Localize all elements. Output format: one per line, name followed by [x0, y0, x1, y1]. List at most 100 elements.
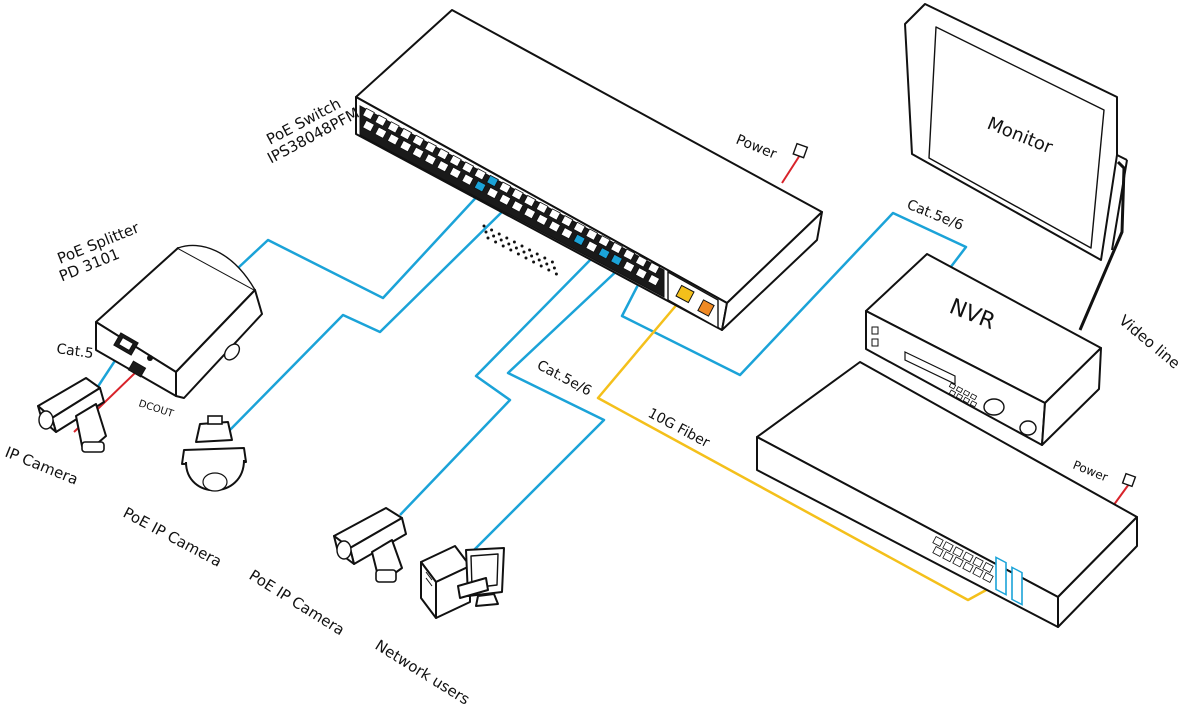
label-ip-camera: IP Camera	[3, 443, 81, 489]
label-network-users: Network users	[372, 636, 473, 706]
switch-port	[436, 160, 450, 173]
vent-dot	[505, 236, 509, 240]
switch-port	[411, 146, 425, 159]
vent-dot	[535, 252, 539, 256]
nvr-button	[955, 386, 964, 394]
vent-dot	[484, 230, 488, 234]
switch-port	[362, 119, 375, 133]
poe-splitter	[95, 244, 263, 399]
switch-port	[498, 181, 512, 194]
nvr	[865, 253, 1102, 446]
power-socket-bottom	[1121, 472, 1137, 488]
vent-dot	[509, 248, 513, 252]
vent-dot	[490, 228, 494, 232]
switch-port	[610, 241, 623, 255]
vent-dot	[545, 262, 549, 266]
label-poe-ip-camera-1: PoE IP Camera	[120, 504, 225, 571]
switch-port	[535, 213, 549, 226]
switch-port	[448, 166, 462, 180]
switch-port	[622, 260, 636, 273]
switch-port	[510, 200, 524, 213]
switch-port	[572, 221, 586, 235]
fiber-switch-ports	[932, 535, 994, 584]
label-cat5e6-nvr: Cat.5e/6	[905, 197, 966, 234]
vent-dots	[482, 224, 558, 276]
switch-port	[523, 206, 537, 220]
vent-dot	[539, 264, 543, 268]
switch-port	[486, 174, 499, 188]
switch-port	[597, 235, 611, 248]
vent-dot	[550, 260, 554, 264]
label-cat5e6-mid: Cat.5e/6	[534, 357, 594, 399]
switch-port	[411, 134, 425, 147]
switch-port	[560, 227, 574, 240]
vent-dot	[494, 240, 498, 244]
network-users-pc	[420, 545, 505, 619]
switch-port	[436, 148, 450, 161]
switch-port	[535, 201, 549, 214]
vent-dot	[530, 254, 534, 258]
nvr-button	[962, 396, 971, 404]
label-power-top: Power	[734, 132, 779, 163]
vent-dot	[507, 242, 511, 246]
power-socket-top	[792, 142, 809, 159]
switch-port	[634, 255, 648, 268]
vent-dot	[501, 244, 505, 248]
poe-switch	[355, 9, 823, 331]
switch-port	[585, 228, 599, 241]
switch-port	[585, 240, 599, 253]
vent-dot	[554, 272, 558, 276]
fiber-switch-port	[942, 541, 954, 553]
switch-port	[473, 168, 487, 181]
vent-dot	[543, 256, 547, 260]
switch-port	[610, 253, 623, 267]
switch-port	[374, 126, 388, 139]
switch-port	[572, 233, 586, 247]
poe-bullet-camera	[333, 507, 407, 583]
fiber-switch-port	[982, 561, 994, 574]
cable-switch-to-splitter	[237, 189, 484, 300]
vent-dot	[532, 260, 536, 264]
switch-port	[560, 215, 574, 228]
fiber-switch-port	[982, 571, 994, 584]
switch-port	[548, 220, 561, 233]
nvr-button	[948, 389, 957, 397]
nvr-button	[969, 400, 978, 408]
cable-power-top	[781, 154, 801, 184]
switch-port	[424, 141, 437, 154]
switch-port	[473, 180, 487, 193]
vent-dot	[524, 256, 528, 260]
vent-dot	[497, 232, 501, 236]
switch-port	[424, 153, 437, 166]
vent-dot	[520, 244, 524, 248]
vent-dot	[482, 224, 486, 228]
switch-port	[386, 133, 400, 146]
fiber-switch-port	[962, 551, 974, 563]
vent-dot	[512, 240, 516, 244]
label-dcout: DCOUT	[137, 398, 175, 420]
switch-ports	[362, 107, 661, 287]
nvr-button	[955, 393, 964, 401]
fiber-switch-port	[972, 566, 984, 578]
cable-video-line	[1078, 160, 1126, 331]
fiber-switch-port	[952, 556, 964, 568]
ip-camera	[37, 377, 107, 453]
switch-port	[486, 186, 499, 200]
vent-dot	[528, 248, 532, 252]
switch-port	[510, 188, 524, 201]
fiber-switch-port	[952, 546, 964, 558]
switch-port	[461, 161, 475, 174]
vent-dot	[547, 268, 551, 272]
switch-port	[634, 267, 648, 280]
fiber-switch-port	[962, 561, 974, 573]
fiber-switch-port	[972, 556, 984, 568]
vent-dot	[499, 238, 503, 242]
fiber-switch-port	[932, 545, 944, 558]
poe-dome-camera	[181, 415, 247, 492]
switch-port	[622, 248, 636, 261]
switch-port	[362, 107, 375, 121]
switch-port	[523, 194, 537, 208]
fiber-switch-port	[932, 535, 944, 548]
cable-switch-to-dome-camera	[224, 206, 508, 436]
switch-port	[399, 139, 413, 153]
